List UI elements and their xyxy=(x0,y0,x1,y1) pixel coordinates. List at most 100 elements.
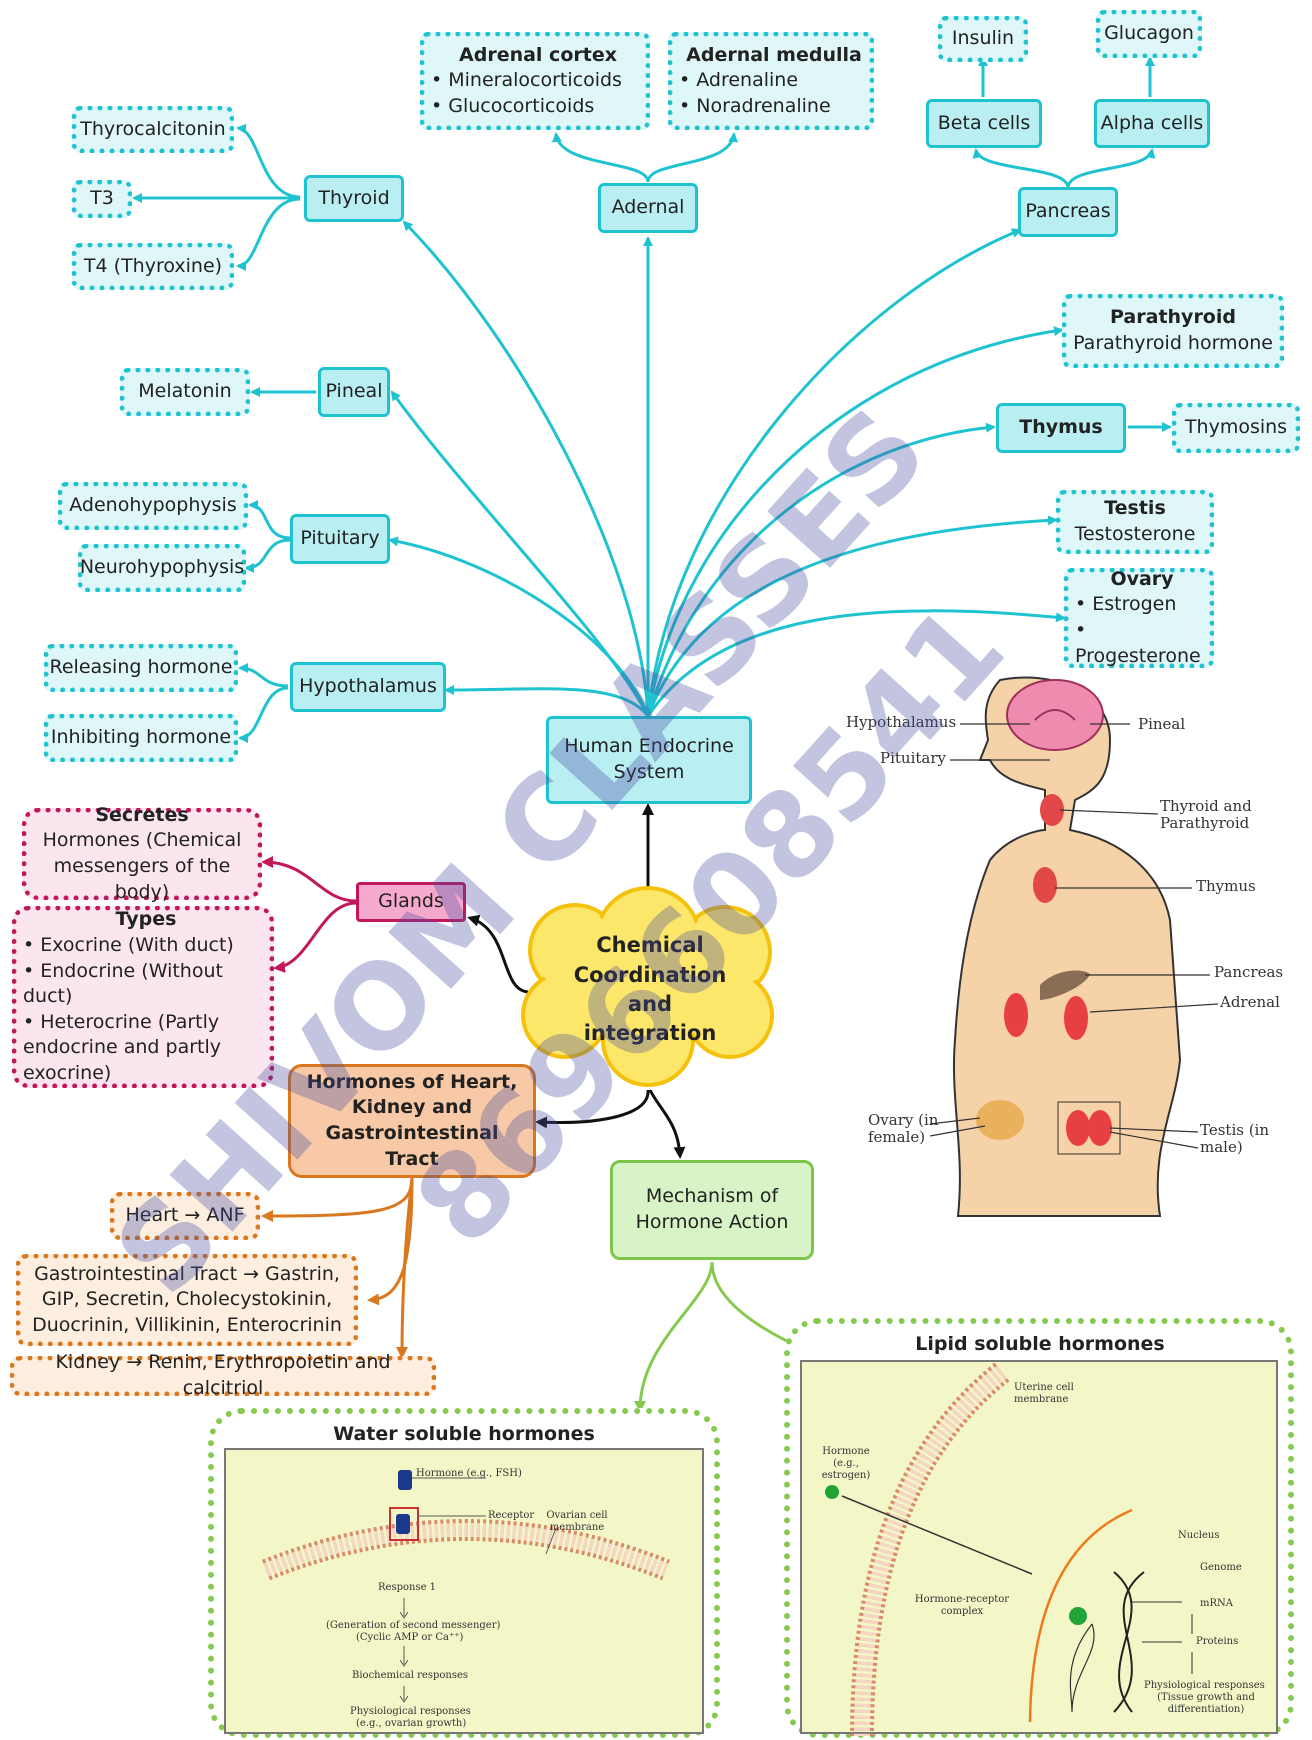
glucagon-label: Glucagon xyxy=(1104,22,1194,45)
releasing-hormone-label: Releasing hormone xyxy=(49,656,233,679)
pineal-label: Pineal xyxy=(325,380,383,403)
wsh-growth-label: (e.g., ovarian growth) xyxy=(356,1718,467,1729)
water-soluble-diagram: Hormone (e.g., FSH) Receptor Ovarian cel… xyxy=(224,1448,704,1734)
gland-types-title: Types xyxy=(115,908,177,931)
thymus-label: Thymus xyxy=(1019,416,1103,439)
body-pituitary-label: Pituitary xyxy=(880,749,946,767)
lsh-physio-label: Physiological responses xyxy=(1144,1680,1265,1691)
body-hypothalamus-label: Hypothalamus xyxy=(846,713,957,731)
ovary-title: Ovary xyxy=(1110,567,1174,590)
body-thyroid-label: Thyroid and Parathyroid xyxy=(1160,797,1252,833)
glucagon-box: Glucagon xyxy=(1096,10,1202,58)
t3-label: T3 xyxy=(90,187,114,210)
adrenal-medulla-title: Adernal medulla xyxy=(686,43,862,66)
wsh-camp-label: (Cyclic AMP or Ca⁺⁺) xyxy=(356,1632,464,1643)
mechanism-label: Mechanism of Hormone Action xyxy=(635,1185,789,1233)
ovary-item: • Estrogen xyxy=(1075,593,1177,616)
testis-title: Testis xyxy=(1104,497,1166,520)
hypothalamus-node: Hypothalamus xyxy=(290,662,446,712)
testosterone-label: Testosterone xyxy=(1074,523,1196,545)
pancreas-node: Pancreas xyxy=(1018,187,1118,237)
adenohypophysis-box: Adenohypophysis xyxy=(58,482,248,530)
wsh-second-messenger-label: (Generation of second messenger) xyxy=(326,1620,501,1631)
body-ovary-label: Ovary (in female) xyxy=(868,1111,939,1147)
lsh-genome-label: Genome xyxy=(1200,1562,1242,1573)
ovary-box: Ovary • Estrogen • Progesterone xyxy=(1064,568,1214,668)
inhibiting-hormone-box: Inhibiting hormone xyxy=(44,714,238,762)
hormones-heart-kidney-gi-node: Hormones of Heart, Kidney and Gastrointe… xyxy=(288,1064,536,1178)
wsh-biochem-label: Biochemical responses xyxy=(352,1670,469,1681)
thyrocalcitonin-label: Thyrocalcitonin xyxy=(80,117,226,140)
beta-cells-node: Beta cells xyxy=(926,99,1042,148)
adrenal-label: Adernal xyxy=(611,196,685,219)
lsh-hormone-label: Hormone (e.g., estrogen) xyxy=(821,1446,871,1481)
gland-type-item: • Exocrine (With duct) xyxy=(23,933,234,956)
heart-anf-box: Heart → ANF xyxy=(110,1192,260,1240)
lipid-soluble-art xyxy=(825,1362,1193,1736)
kidney-box: Kidney → Renin, Erythropoietin and calci… xyxy=(10,1351,436,1399)
body-pancreas-label: Pancreas xyxy=(1214,963,1284,981)
secretes-box: Secretes Hormones (Chemical messengers o… xyxy=(22,804,262,903)
parathyroid-box: Parathyroid Parathyroid hormone xyxy=(1062,294,1284,368)
lsh-growth-label: (Tissue growth and differentiation) xyxy=(1157,1692,1255,1715)
central-topic: Chemical Coordination and integration xyxy=(558,930,742,1050)
secretes-text: Hormones (Chemical messengers of the bod… xyxy=(42,829,242,903)
lipid-soluble-diagram: Uterine cell membrane Hormone (e.g., est… xyxy=(800,1360,1278,1736)
lipid-soluble-title-text: Lipid soluble hormones xyxy=(915,1333,1165,1356)
lipid-soluble-title: Lipid soluble hormones xyxy=(810,1330,1270,1360)
gland-types-box: Types • Exocrine (With duct) • Endocrine… xyxy=(12,906,274,1088)
pituitary-label: Pituitary xyxy=(300,527,380,550)
parathyroid-hormone-label: Parathyroid hormone xyxy=(1073,332,1273,354)
water-soluble-title: Water soluble hormones xyxy=(230,1420,698,1450)
thymus-node: Thymus xyxy=(996,403,1126,453)
body-testis-label: Testis (in male) xyxy=(1200,1121,1270,1157)
adenohypophysis-label: Adenohypophysis xyxy=(69,494,237,517)
lsh-complex-label: Hormone-receptor complex xyxy=(914,1594,1010,1617)
neurohypophysis-box: Neurohypophysis xyxy=(78,544,246,592)
wsh-response1-label: Response 1 xyxy=(378,1582,437,1593)
beta-cells-label: Beta cells xyxy=(937,111,1031,134)
pineal-node: Pineal xyxy=(318,367,390,417)
central-topic-label: Chemical Coordination and integration xyxy=(573,933,727,1046)
body-adrenal-label: Adrenal xyxy=(1220,993,1280,1011)
thyroid-node: Thyroid xyxy=(304,175,404,222)
wsh-receptor-label: Receptor xyxy=(488,1510,535,1521)
adrenal-cortex-item: • Mineralocorticoids xyxy=(431,69,622,92)
alpha-cells-label: Alpha cells xyxy=(1100,111,1204,134)
body-thymus-label: Thymus xyxy=(1196,877,1256,895)
insulin-box: Insulin xyxy=(938,16,1028,62)
lsh-membrane-label: Uterine cell membrane xyxy=(1014,1382,1074,1405)
t3-box: T3 xyxy=(72,180,132,218)
gi-tract-label: Gastrointestinal Tract → Gastrin, GIP, S… xyxy=(32,1262,342,1336)
adrenal-medulla-item: • Noradrenaline xyxy=(679,94,831,117)
parathyroid-title: Parathyroid xyxy=(1110,306,1236,329)
melatonin-label: Melatonin xyxy=(138,380,232,403)
pituitary-node: Pituitary xyxy=(290,514,390,564)
thymosins-label: Thymosins xyxy=(1184,416,1288,439)
lsh-mrna-label: mRNA xyxy=(1200,1598,1233,1609)
human-endocrine-system-label: Human Endocrine System xyxy=(564,735,734,783)
hormones-branch-label: Hormones of Heart, Kidney and Gastrointe… xyxy=(306,1070,518,1170)
thymosins-box: Thymosins xyxy=(1172,403,1300,453)
thyrocalcitonin-box: Thyrocalcitonin xyxy=(72,106,234,153)
wsh-physio-label: Physiological responses xyxy=(350,1706,471,1717)
human-endocrine-system-node: Human Endocrine System xyxy=(546,716,752,804)
water-soluble-title-text: Water soluble hormones xyxy=(333,1423,595,1446)
testis-box: Testis Testosterone xyxy=(1056,490,1214,554)
t4-label: T4 (Thyroxine) xyxy=(83,254,223,277)
kidney-label: Kidney → Renin, Erythropoietin and calci… xyxy=(55,1351,391,1399)
adrenal-medulla-box: Adernal medulla • Adrenaline • Noradrena… xyxy=(668,32,874,130)
mechanism-node: Mechanism of Hormone Action xyxy=(610,1160,814,1260)
water-soluble-art xyxy=(261,1470,671,1703)
thyroid-label: Thyroid xyxy=(318,186,390,209)
gi-tract-box: Gastrointestinal Tract → Gastrin, GIP, S… xyxy=(16,1254,358,1346)
heart-anf-label: Heart → ANF xyxy=(125,1204,245,1227)
wsh-hormone-label: Hormone (e.g., FSH) xyxy=(416,1468,522,1479)
t4-box: T4 (Thyroxine) xyxy=(72,243,234,290)
body-pineal-label: Pineal xyxy=(1138,715,1186,733)
adrenal-cortex-item: • Glucocorticoids xyxy=(431,94,595,117)
gland-type-item: • Heterocrine (Partly endocrine and part… xyxy=(23,1010,221,1085)
